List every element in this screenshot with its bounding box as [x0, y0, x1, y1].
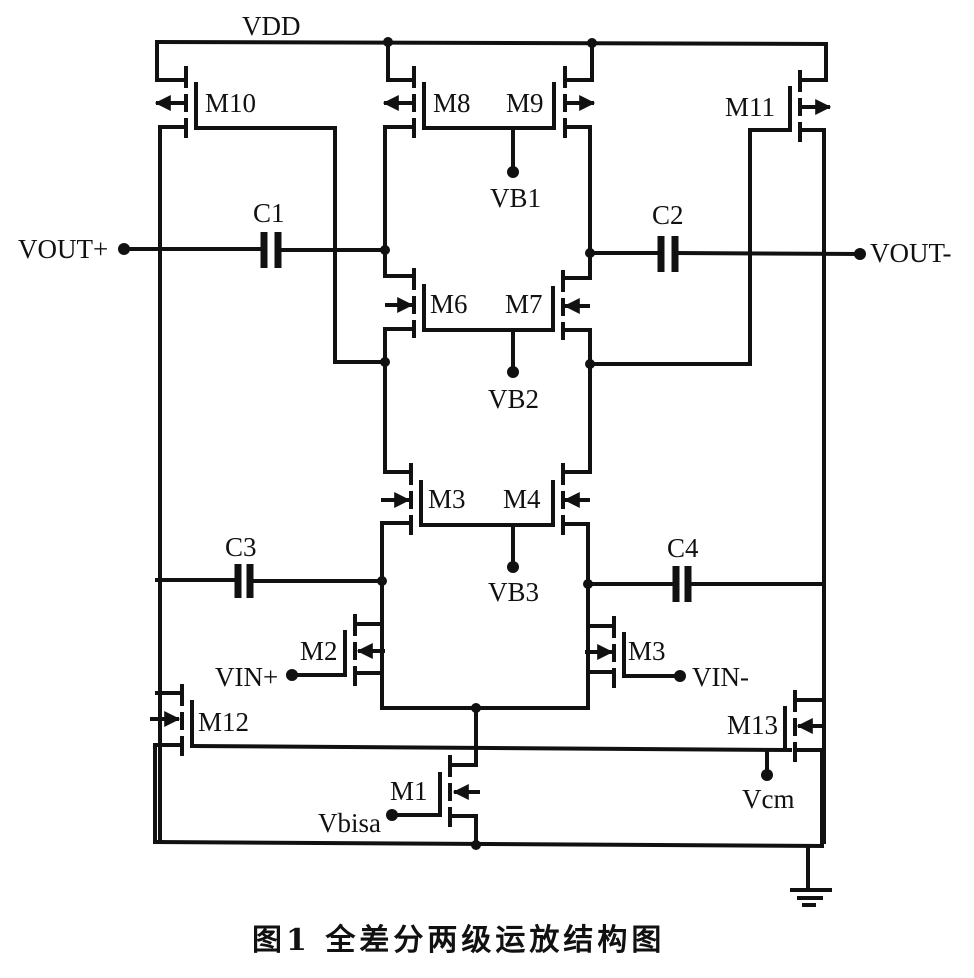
transistor-m11	[588, 70, 832, 844]
label-vout-plus: VOUT+	[18, 234, 108, 264]
label-vb3: VB3	[488, 577, 539, 607]
capacitor-c1	[122, 232, 387, 268]
label-m9: M9	[506, 88, 544, 118]
capacitor-c4	[586, 566, 824, 602]
label-vb2: VB2	[488, 384, 539, 414]
label-vcm: Vcm	[742, 784, 794, 814]
figure-caption: 图1 全差分两级运放结构图	[252, 923, 665, 958]
label-c1: C1	[253, 198, 285, 228]
transistor-m1	[386, 706, 480, 847]
label-m13: M13	[727, 710, 778, 740]
transistor-m4	[419, 463, 593, 704]
transistor-m10	[154, 66, 387, 844]
vin-minus-terminal[interactable]	[674, 670, 686, 682]
transistor-m7	[422, 251, 595, 474]
label-m4: M4	[503, 484, 541, 514]
transistor-m3-input	[585, 616, 686, 688]
label-vin-plus: VIN+	[215, 662, 278, 692]
transistor-m13	[761, 690, 824, 848]
label-m10: M10	[205, 88, 256, 118]
capacitor-c2	[588, 236, 863, 272]
vdd-rail	[154, 37, 829, 82]
transistor-m3-cascode	[377, 463, 423, 704]
label-c2: C2	[652, 200, 684, 230]
label-c4: C4	[667, 533, 699, 563]
label-vin-minus: VIN-	[692, 662, 749, 692]
ground-icon	[790, 888, 832, 907]
vout-plus-terminal[interactable]	[118, 243, 130, 255]
transistor-m6	[380, 248, 426, 472]
label-vbias: Vbisa	[318, 808, 381, 838]
label-m1: M1	[390, 776, 428, 806]
vout-minus-terminal[interactable]	[854, 248, 866, 260]
label-m11: M11	[725, 92, 775, 122]
transistor-m9	[422, 41, 596, 255]
label-vb1: VB1	[490, 183, 541, 213]
transistor-m8	[382, 40, 426, 252]
label-m12: M12	[198, 707, 249, 737]
ground-rail	[152, 839, 825, 890]
vcm-terminal[interactable]	[761, 769, 773, 781]
label-m7: M7	[505, 289, 543, 319]
label-m8: M8	[433, 88, 471, 118]
vbias-terminal[interactable]	[386, 809, 398, 821]
vin-plus-terminal[interactable]	[286, 669, 298, 681]
transistor-m12	[150, 684, 793, 844]
label-m3-cascode: M3	[428, 484, 466, 514]
capacitor-c3	[155, 564, 384, 598]
transistor-m2	[286, 614, 614, 713]
label-m3-input: M3	[628, 636, 666, 666]
label-m2: M2	[300, 636, 338, 666]
label-c3: C3	[225, 532, 257, 562]
label-m6: M6	[430, 289, 468, 319]
vdd-label: VDD	[242, 11, 301, 41]
label-vout-minus: VOUT-	[870, 238, 952, 268]
